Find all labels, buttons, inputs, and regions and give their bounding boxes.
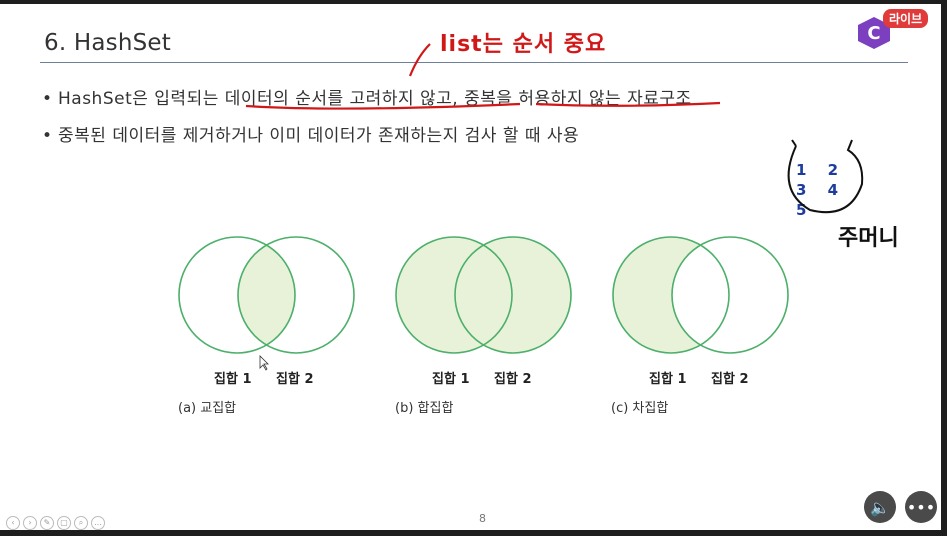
venn-b-label-1: 집합 1 [432, 372, 470, 387]
player-mini-toolbar: ‹ › ✎ ▢ ⌕ … [6, 516, 105, 530]
underline-2 [535, 101, 721, 107]
more-icon: ••• [906, 497, 936, 517]
venn-a-caption: (a) 교집합 [178, 401, 237, 416]
venn-b-label-2: 집합 2 [494, 372, 532, 387]
pouch-doodle [787, 139, 864, 214]
audio-button[interactable]: 🔈 [864, 491, 896, 523]
mouse-cursor [259, 355, 269, 371]
window-frame-right [941, 0, 947, 536]
copy-icon[interactable]: ▢ [57, 516, 71, 530]
slide-title: 6. HashSet [44, 30, 171, 56]
venn-c-caption: (c) 차집합 [611, 401, 669, 416]
prev-icon[interactable]: ‹ [6, 516, 20, 530]
window-frame-top [0, 0, 947, 4]
bullet-2: •중복된 데이터를 제거하거나 이미 데이터가 존재하는지 검사 할 때 사용 [42, 126, 580, 146]
venn-c-label-1: 집합 1 [649, 372, 687, 387]
next-icon[interactable]: › [23, 516, 37, 530]
bullet-1: •HashSet은 입력되는 데이터의 순서를 고려하지 않고, 중복을 허용하… [42, 89, 692, 109]
handwritten-note-top: list는 순서 중요 [440, 32, 607, 57]
venn-a-label-1: 집합 1 [214, 372, 252, 387]
venn-a-label-2: 집합 2 [276, 372, 314, 387]
venn-difference [612, 236, 789, 354]
page-number: 8 [479, 512, 486, 525]
venn-union [395, 236, 572, 354]
title-divider [40, 62, 908, 63]
handwritten-numbers: 1 2 3 4 5 [796, 161, 847, 219]
live-badge: 라이브 [883, 9, 929, 28]
window-frame-bottom [0, 530, 947, 536]
pen-icon[interactable]: ✎ [40, 516, 54, 530]
zoom-icon[interactable]: ⌕ [74, 516, 88, 530]
menu-icon[interactable]: … [91, 516, 105, 530]
bullet-1-text: HashSet은 입력되는 데이터의 순서를 고려하지 않고, 중복을 허용하지… [58, 89, 692, 109]
venn-c-label-2: 집합 2 [711, 372, 749, 387]
venn-intersection [178, 236, 355, 354]
underline-1 [245, 102, 521, 110]
more-button[interactable]: ••• [905, 491, 937, 523]
handwritten-note-side: 주머니 [838, 226, 899, 251]
speaker-icon: 🔈 [870, 497, 890, 517]
bullet-2-text: 중복된 데이터를 제거하거나 이미 데이터가 존재하는지 검사 할 때 사용 [58, 126, 580, 146]
annotation-arrow [408, 43, 431, 77]
venn-b-caption: (b) 합집합 [395, 401, 454, 416]
